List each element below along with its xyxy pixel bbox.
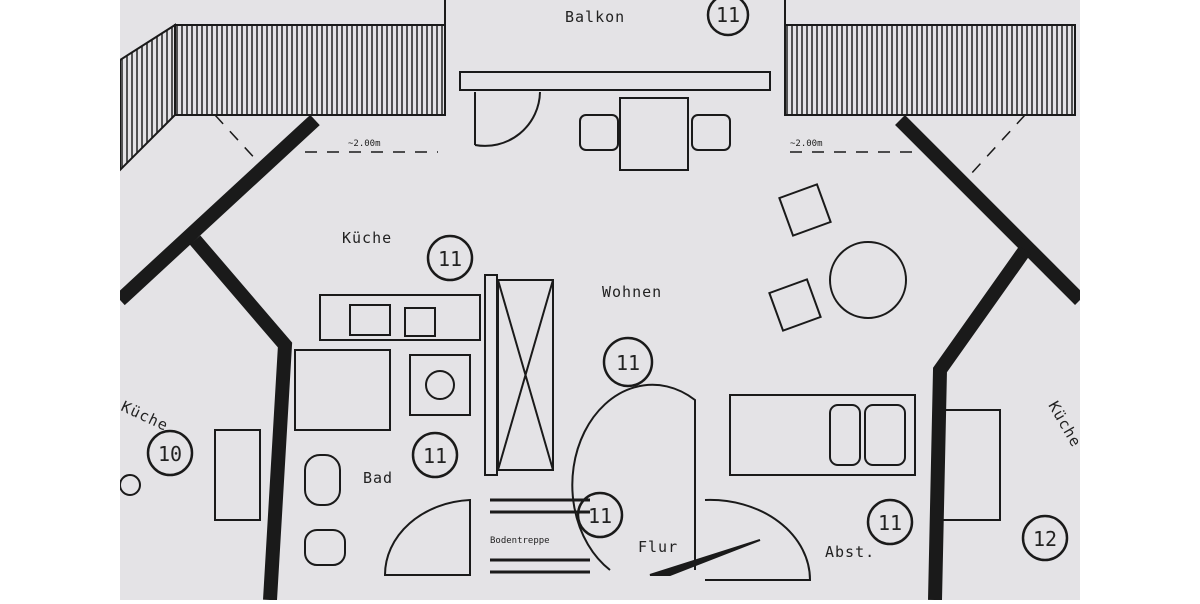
balkon-number: 11: [716, 3, 740, 27]
kueche-right-label: Küche: [1045, 398, 1080, 450]
kueche-left-number: 10: [158, 442, 182, 466]
floor-plan-drawing: Balkon 11 Küche 11 Wohnen 11 Bad 11 Flur…: [115, 0, 1085, 601]
bad-label: Bad: [363, 469, 393, 487]
abst-number: 11: [878, 511, 902, 535]
dimension-right: ~2.00m: [790, 139, 823, 149]
kueche-label: Küche: [342, 229, 392, 247]
roof-hatch-right: [784, 24, 1076, 116]
bad-number: 11: [423, 444, 447, 468]
stair-label: Bodentreppe: [490, 536, 550, 546]
wohnen-number: 11: [616, 351, 640, 375]
flur-number: 11: [588, 504, 612, 528]
kueche-right-number: 12: [1033, 527, 1057, 551]
balcony-window: [459, 71, 771, 91]
flur-label: Flur: [638, 538, 678, 556]
kueche-left-label: Küche: [120, 397, 171, 435]
balkon-label: Balkon: [565, 8, 625, 26]
floor-plan: Balkon 11 Küche 11 Wohnen 11 Bad 11 Flur…: [115, 0, 1085, 601]
roof-hatch-left: [174, 24, 446, 116]
kueche-number: 11: [438, 247, 462, 271]
abst-label: Abst.: [825, 543, 875, 561]
dimension-left: ~2.00m: [348, 139, 381, 149]
wohnen-label: Wohnen: [602, 283, 662, 301]
roof-hatch-far-left: [119, 23, 176, 173]
